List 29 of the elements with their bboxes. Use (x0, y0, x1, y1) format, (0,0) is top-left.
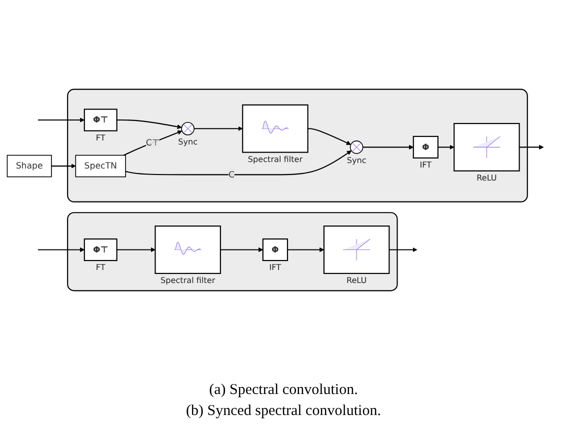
arrow (50, 164, 76, 168)
process-box: Shape (6, 154, 52, 178)
process-box: SpecTN (74, 154, 126, 178)
multiply-circle (178, 122, 198, 147)
node-label: Φ (422, 142, 429, 152)
arrow (220, 247, 263, 252)
arrow (116, 119, 182, 130)
arrow (518, 144, 544, 150)
arrow (307, 128, 351, 145)
figure-caption: (a) Spectral convolution. (209, 382, 358, 399)
filter-plot-box (154, 226, 220, 286)
arrow (287, 247, 324, 252)
activation-plot-box (322, 226, 390, 286)
arrow (37, 247, 84, 252)
arrow (122, 130, 182, 156)
filter-plot-box (242, 104, 308, 164)
activation-plot-box (453, 122, 520, 183)
node-label: Φ⊤ (92, 114, 108, 125)
arrow (194, 126, 242, 131)
arrow (437, 144, 454, 150)
node-label: Φ (271, 244, 278, 255)
arrow (116, 247, 155, 252)
node-label: Φ⊤ (92, 244, 108, 255)
multiply-circle (346, 140, 366, 166)
arrow (124, 150, 352, 176)
arrow (362, 144, 414, 150)
arrow (37, 118, 84, 122)
arrow (388, 247, 417, 252)
figure-caption: (b) Synced spectral convolution. (186, 403, 381, 420)
